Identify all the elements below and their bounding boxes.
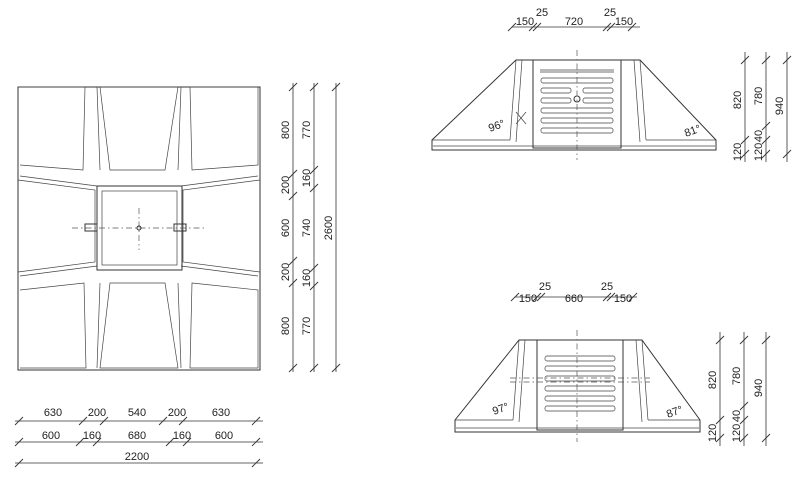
sb-right-5: 120 [731, 424, 743, 442]
st-right-5: 120 [753, 143, 765, 161]
dim-v-col2-4: 160 [301, 269, 313, 287]
dim-h-row2-4: 160 [173, 430, 191, 442]
plan-slot-right [182, 179, 261, 273]
sb-dim-5: 150 [614, 293, 632, 305]
dim-h-row2-3: 680 [128, 430, 146, 442]
st-right-3: 780 [753, 87, 765, 105]
plan-pocket-right [173, 223, 187, 232]
plan-slot-left [17, 179, 96, 273]
dim-h-row2-1: 600 [42, 430, 60, 442]
st-right-4: 40 [753, 130, 765, 142]
st-dim-2: 25 [536, 7, 548, 19]
sb-dim-4: 25 [601, 281, 613, 293]
dim-h-row1-3: 540 [128, 407, 146, 419]
st-dim-4: 25 [604, 7, 616, 19]
dim-v-col1-3: 600 [280, 219, 292, 237]
st-right-1: 820 [732, 91, 744, 109]
sb-dim-3: 660 [565, 293, 583, 305]
plan-panel-bottom-right [189, 282, 259, 369]
dim-h-row1-5: 630 [212, 407, 230, 419]
plan-vertical-dims: 800 200 600 200 800 770 160 740 160 770 … [280, 82, 341, 373]
dim-h-row1-2: 200 [88, 407, 106, 419]
st-right-2: 120 [732, 143, 744, 161]
dim-v-col2-2: 160 [301, 169, 313, 187]
dim-h-row1-1: 630 [44, 407, 62, 419]
section-view-bottom: 97° 87° 150 25 660 25 150 820 120 780 40… [454, 281, 771, 446]
st-dim-3: 720 [565, 16, 583, 28]
dim-v-col1-1: 800 [280, 121, 292, 139]
section-top-outline [431, 59, 717, 151]
dim-v-col2-3: 740 [301, 219, 313, 237]
section-bottom-angle-left: 97° [491, 401, 511, 418]
plan-slot-bottom [99, 282, 179, 369]
section-view-top: 96° 81° 150 25 720 25 150 820 120 780 40… [431, 7, 792, 162]
section-bottom-angle-right: 87° [665, 404, 685, 421]
sb-dim-1: 150 [519, 293, 537, 305]
sb-right-1: 820 [707, 371, 719, 389]
sb-right-6: 940 [753, 379, 765, 397]
section-bottom-grate-slots [544, 355, 616, 412]
plan-pocket-left [84, 223, 98, 232]
section-top-angle-right: 81° [683, 123, 703, 140]
dim-h-total: 2200 [125, 451, 149, 463]
sb-right-4: 40 [731, 410, 743, 422]
sb-right-3: 780 [731, 367, 743, 385]
plan-panel-bottom-left [19, 282, 87, 369]
sb-right-2: 120 [707, 424, 719, 442]
plan-outline [17, 86, 261, 371]
st-dim-5: 150 [615, 16, 633, 28]
dim-v-col1-5: 800 [280, 317, 292, 335]
dim-v-col2-5: 770 [301, 317, 313, 335]
dim-v-col1-4: 200 [280, 263, 292, 281]
section-top-grate-slots [540, 77, 614, 134]
dim-v-col1-2: 200 [280, 176, 292, 194]
dim-v-col2-1: 770 [301, 121, 313, 139]
plan-view: 630 200 540 200 630 600 160 680 160 600 … [14, 82, 341, 468]
plan-panel-top-left [18, 86, 86, 171]
dim-h-row1-4: 200 [168, 407, 186, 419]
section-top-angle-left: 96° [487, 118, 507, 135]
dim-h-row2-2: 160 [83, 430, 101, 442]
section-bottom-grate [536, 339, 624, 431]
dim-h-row2-5: 600 [215, 430, 233, 442]
plan-horizontal-dims: 630 200 540 200 630 600 160 680 160 600 … [14, 407, 263, 468]
st-right-6: 940 [774, 97, 786, 115]
st-dim-1: 150 [516, 16, 534, 28]
plan-center-mark [136, 225, 142, 231]
plan-panel-top-right [189, 86, 259, 171]
plan-slot-top [99, 86, 179, 171]
dim-v-total: 2600 [323, 216, 335, 240]
sb-dim-2: 25 [539, 281, 551, 293]
